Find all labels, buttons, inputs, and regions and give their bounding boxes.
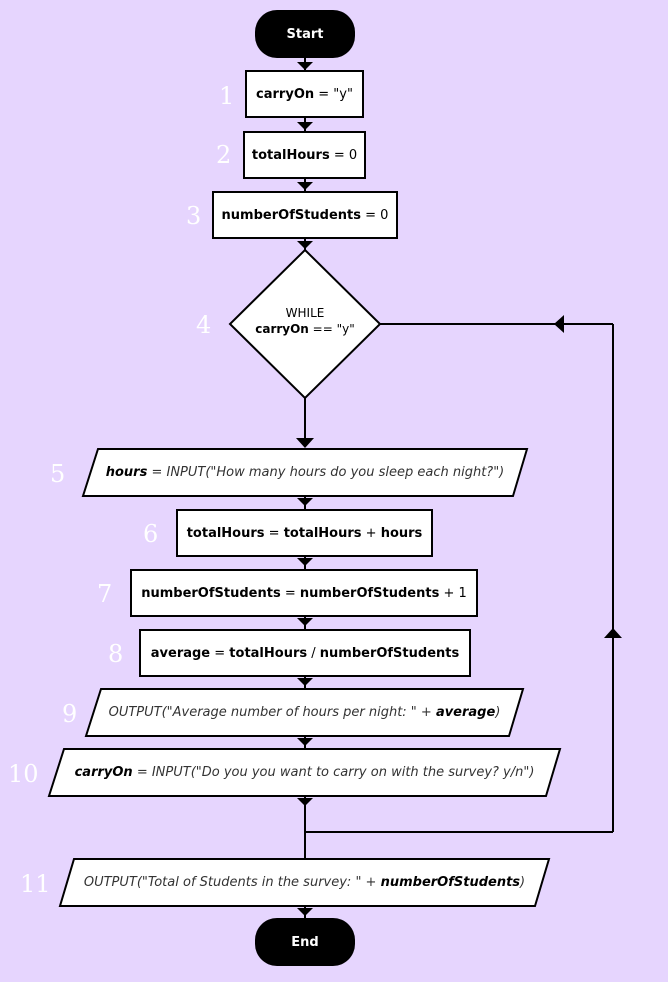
- step-5-variable: hours: [105, 465, 148, 480]
- output-average-shape: [84, 688, 525, 737]
- step-10-expression: = INPUT("Do you you want to carry on wit…: [132, 765, 535, 780]
- step-6-operand: totalHours: [283, 525, 362, 541]
- step-1-expression: = "y": [314, 86, 353, 102]
- while-decision-diamond: [228, 248, 382, 400]
- step-1-variable: carryOn: [256, 86, 315, 102]
- step-8-operator: =: [210, 645, 230, 661]
- input-carryon-shape: [47, 748, 562, 797]
- while-expression: == "y": [308, 322, 355, 336]
- step-11-suffix: ): [520, 875, 526, 890]
- step-7-box: numberOfStudents = numberOfStudents + 1: [130, 569, 478, 617]
- while-condition: WHILE carryOn == "y": [230, 305, 380, 337]
- step-9-suffix: ): [495, 705, 501, 720]
- step-11-text: OUTPUT("Total of Students in the survey:…: [60, 859, 549, 906]
- step-3-expression: = 0: [361, 207, 389, 223]
- step-2-box: totalHours = 0: [243, 131, 366, 179]
- step-8-divide: /: [307, 645, 320, 661]
- step-2-variable: totalHours: [251, 147, 330, 163]
- step-number: 4: [196, 311, 212, 339]
- step-8-operand-2: numberOfStudents: [319, 645, 460, 661]
- step-2-expression: = 0: [329, 147, 358, 163]
- step-number: 2: [216, 141, 232, 169]
- while-keyword: WHILE: [285, 306, 325, 320]
- step-6-operand-2: hours: [380, 525, 423, 541]
- end-terminal: End: [255, 918, 355, 966]
- step-11-prefix: OUTPUT("Total of Students in the survey:…: [83, 875, 381, 890]
- step-8-target: average: [150, 645, 211, 661]
- step-8-box: average = totalHours / numberOfStudents: [139, 629, 471, 677]
- step-number: 1: [219, 82, 235, 110]
- step-1-box: carryOn = "y": [245, 70, 364, 118]
- step-9-variable: average: [435, 705, 496, 720]
- step-5-text: hours = INPUT("How many hours do you sle…: [83, 449, 527, 496]
- step-5-expression: = INPUT("How many hours do you sleep eac…: [147, 465, 505, 480]
- step-7-operator: =: [280, 585, 300, 601]
- start-terminal: Start: [255, 10, 355, 58]
- step-6-operator: =: [264, 525, 284, 541]
- step-number: 11: [20, 870, 51, 898]
- step-6-box: totalHours = totalHours + hours: [176, 509, 433, 557]
- step-number: 7: [97, 580, 113, 608]
- step-7-increment: + 1: [439, 585, 467, 601]
- step-7-operand: numberOfStudents: [299, 585, 440, 601]
- step-10-variable: carryOn: [74, 765, 133, 780]
- step-11-variable: numberOfStudents: [380, 875, 521, 890]
- step-8-operand: totalHours: [229, 645, 308, 661]
- step-number: 8: [108, 640, 124, 668]
- step-9-text: OUTPUT("Average number of hours per nigh…: [86, 689, 523, 736]
- step-6-operator-plus: +: [361, 525, 381, 541]
- step-3-variable: numberOfStudents: [221, 207, 362, 223]
- step-9-prefix: OUTPUT("Average number of hours per nigh…: [108, 705, 436, 720]
- step-number: 9: [62, 700, 78, 728]
- step-3-box: numberOfStudents = 0: [212, 191, 398, 239]
- step-7-target: numberOfStudents: [141, 585, 281, 601]
- step-number: 6: [143, 520, 159, 548]
- step-10-text: carryOn = INPUT("Do you you want to carr…: [49, 749, 560, 796]
- step-number: 3: [186, 202, 202, 230]
- step-number: 10: [8, 760, 39, 788]
- step-6-target: totalHours: [186, 525, 265, 541]
- input-hours-shape: [81, 448, 529, 497]
- output-total-shape: [58, 858, 551, 907]
- step-number: 5: [50, 460, 66, 488]
- while-variable: carryOn: [255, 322, 309, 336]
